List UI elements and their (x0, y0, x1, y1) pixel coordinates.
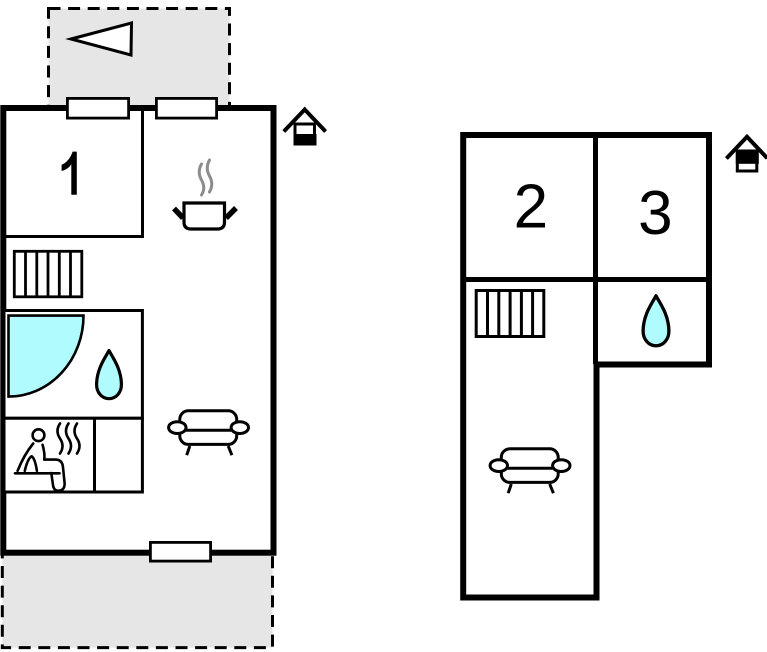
svg-text:3: 3 (638, 179, 672, 248)
svg-text:2: 2 (514, 173, 548, 242)
